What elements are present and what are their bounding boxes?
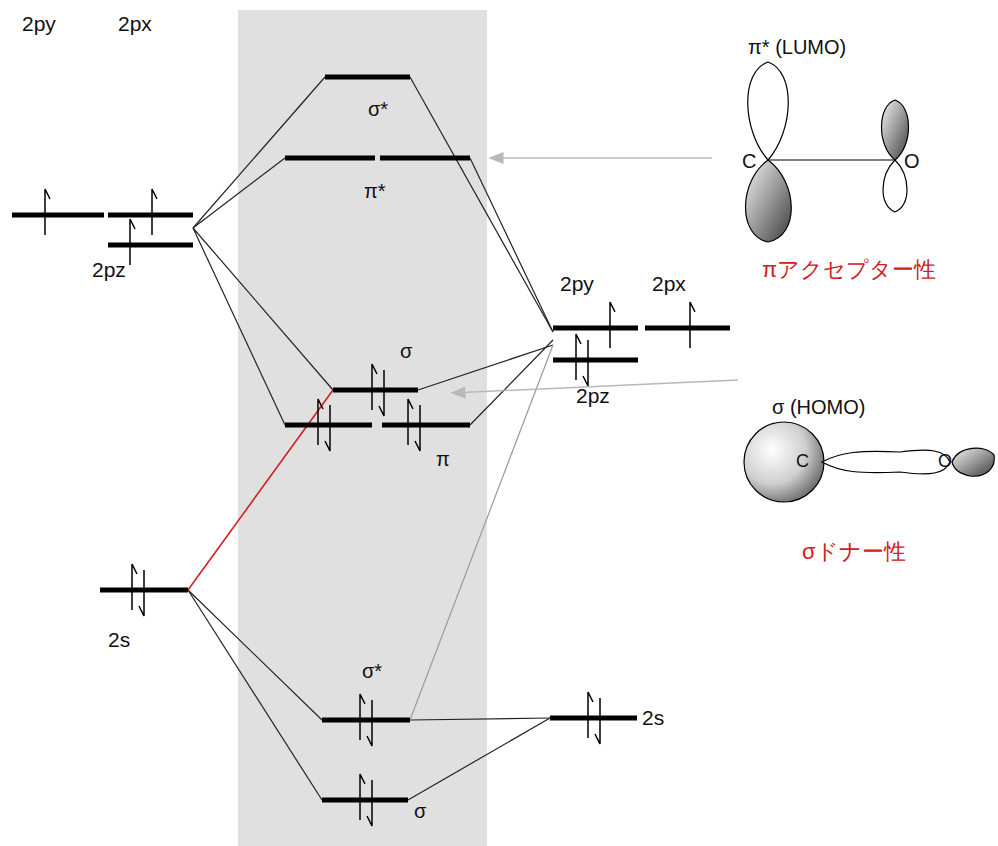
orbital-label: 2py (560, 272, 594, 295)
electron-arrow (132, 564, 137, 610)
electron-arrow (408, 399, 413, 445)
atom-label: C (796, 452, 809, 472)
electron-arrow (360, 694, 365, 740)
mo-label: π (436, 448, 450, 470)
orbital-label: 2s (642, 706, 664, 729)
mo-label: σ* (362, 660, 382, 682)
electron-arrow (367, 780, 372, 826)
orbital-label: 2pz (576, 384, 610, 407)
energy-levels (12, 77, 730, 800)
pointer-lines (452, 158, 738, 393)
mo-label: π* (364, 180, 386, 202)
electron-arrow (576, 334, 581, 380)
correlation-line (410, 345, 553, 720)
electron-arrow (139, 570, 144, 616)
mo-label: σ* (368, 98, 388, 120)
electron-arrow (152, 189, 157, 235)
electron-arrows (45, 189, 695, 826)
electron-arrow (610, 302, 615, 348)
atom-label: O (904, 150, 920, 172)
mo-label: σ (414, 800, 426, 822)
orbital-label: 2py (22, 12, 56, 35)
electron-arrow (360, 774, 365, 820)
electron-arrow (372, 364, 377, 410)
orbital-label: 2pz (92, 258, 126, 281)
electron-arrow (588, 692, 593, 738)
electron-arrow (325, 405, 330, 451)
electron-arrow (318, 399, 323, 445)
electron-arrow (379, 370, 384, 416)
orbital-title: σ (HOMO) (772, 396, 865, 418)
electron-arrow (690, 302, 695, 348)
mo-label: σ (400, 340, 412, 362)
orbital-label: 2px (652, 272, 686, 295)
atom-label: O (938, 452, 952, 472)
property-label: πアクセプター性 (762, 258, 936, 282)
electron-arrow (415, 405, 420, 451)
homo-orbital (744, 422, 994, 502)
correlation-lines (188, 77, 553, 800)
orbital-label: 2px (118, 12, 152, 35)
mo-band (238, 10, 487, 846)
electron-arrow (45, 189, 50, 235)
electron-arrow (583, 340, 588, 386)
orbital-title: π* (LUMO) (748, 36, 846, 58)
property-label: σドナー性 (802, 540, 906, 564)
atom-label: C (742, 150, 756, 172)
electron-arrow (130, 219, 135, 265)
lumo-orbital (746, 62, 909, 242)
highlight-line (188, 390, 333, 590)
orbital-label: 2s (108, 628, 130, 651)
electron-arrow (595, 698, 600, 744)
electron-arrow (367, 700, 372, 746)
